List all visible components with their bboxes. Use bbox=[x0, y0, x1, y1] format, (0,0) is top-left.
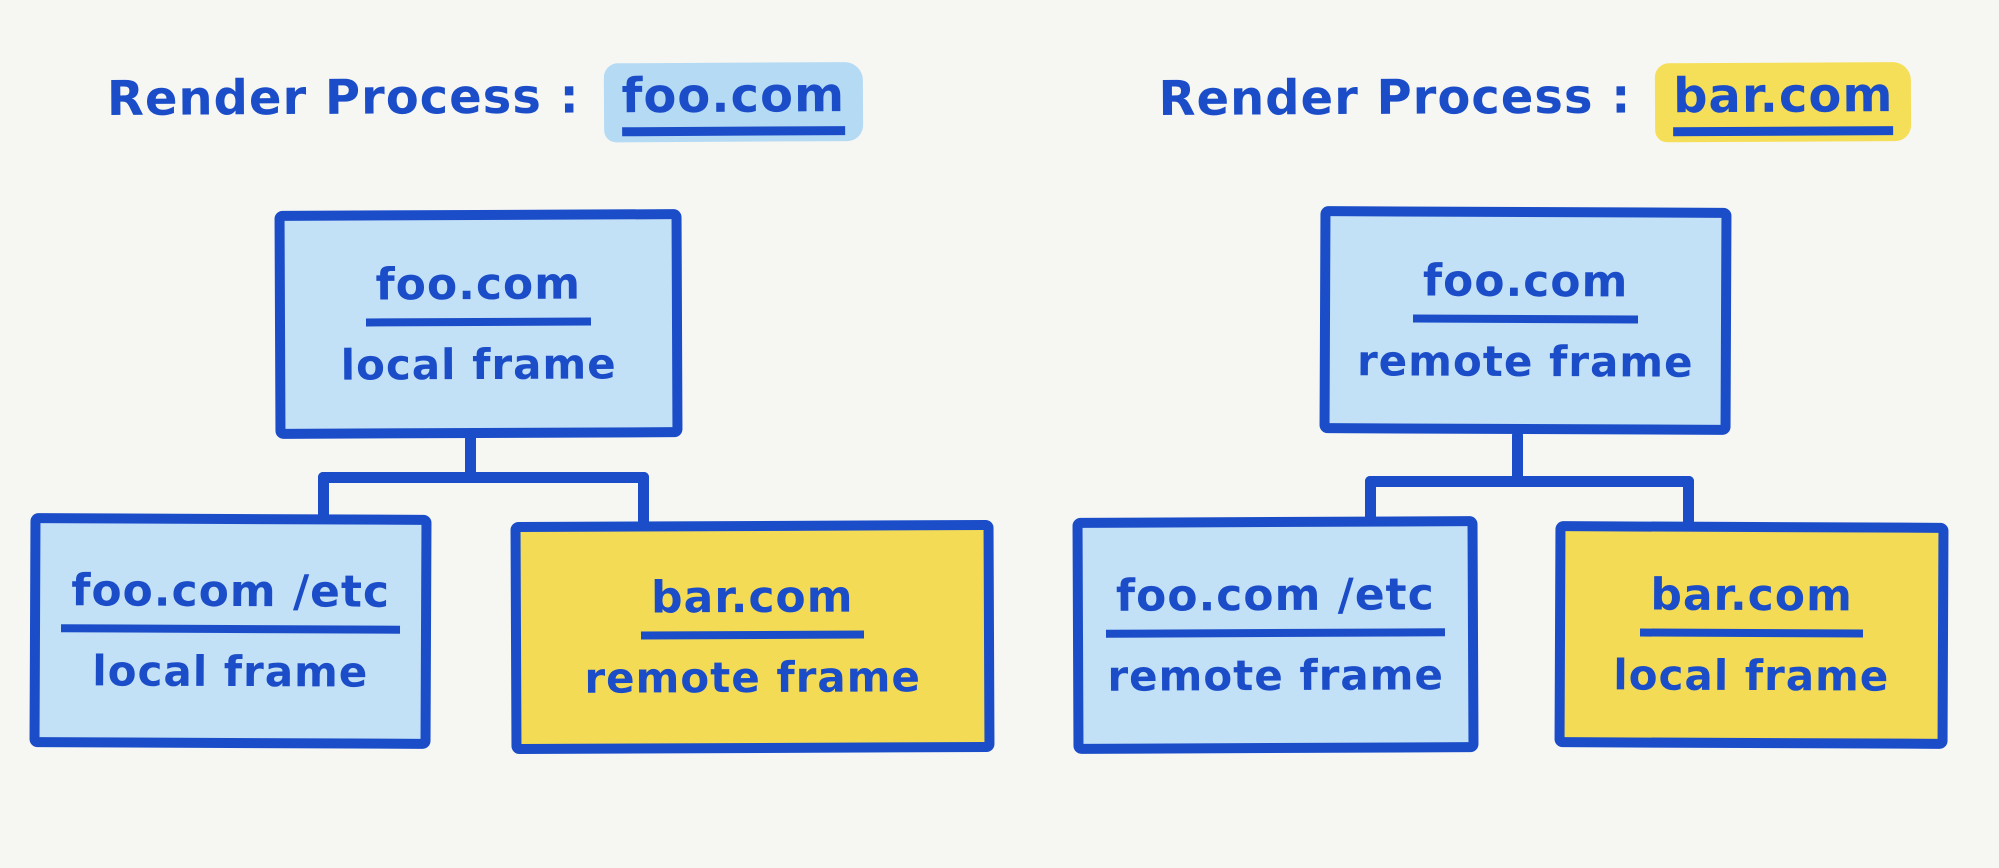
frame-origin-label: foo.com /etc bbox=[61, 565, 401, 634]
connector-left-drop-1 bbox=[318, 472, 329, 522]
frame-box-left-child-bar: bar.com remote frame bbox=[510, 519, 995, 755]
frame-box-right-root: foo.com remote frame bbox=[1319, 206, 1732, 435]
title-prefix: Render Process : bbox=[106, 68, 580, 127]
connector-right-drop-2 bbox=[1683, 476, 1694, 528]
process-domain-highlight-bar: bar.com bbox=[1654, 62, 1912, 143]
connector-left-stem bbox=[465, 433, 476, 483]
frame-box-left-root: foo.com local frame bbox=[274, 209, 683, 439]
process-domain-text: bar.com bbox=[1673, 67, 1894, 137]
title-prefix: Render Process : bbox=[1158, 68, 1632, 127]
render-process-title-bar: Render Process : bar.com bbox=[1125, 62, 1945, 146]
frame-box-right-child-bar: bar.com local frame bbox=[1554, 521, 1949, 749]
connector-right-hbar bbox=[1365, 476, 1694, 487]
render-process-title-foo: Render Process : foo.com bbox=[75, 62, 895, 146]
frame-box-left-child-foo-etc: foo.com /etc local frame bbox=[29, 513, 432, 749]
frame-origin-label: foo.com /etc bbox=[1105, 569, 1445, 638]
process-domain-highlight-foo: foo.com bbox=[603, 62, 864, 143]
connector-right-drop-1 bbox=[1365, 476, 1376, 524]
frame-kind-label: remote frame bbox=[1356, 335, 1694, 387]
frame-kind-label: remote frame bbox=[1107, 650, 1445, 701]
frame-kind-label: local frame bbox=[1613, 650, 1890, 701]
frame-origin-label: foo.com bbox=[365, 258, 592, 327]
frame-kind-label: local frame bbox=[340, 339, 617, 390]
frame-kind-label: local frame bbox=[92, 646, 369, 697]
connector-left-drop-2 bbox=[638, 472, 649, 528]
frame-kind-label: remote frame bbox=[584, 652, 922, 703]
frame-origin-label: bar.com bbox=[640, 571, 864, 640]
frame-box-right-child-foo-etc: foo.com /etc remote frame bbox=[1072, 516, 1479, 754]
frame-origin-label: bar.com bbox=[1640, 569, 1864, 638]
connector-right-stem bbox=[1512, 430, 1523, 483]
frame-origin-label: foo.com bbox=[1412, 255, 1639, 323]
process-domain-text: foo.com bbox=[621, 67, 846, 137]
connector-left-hbar bbox=[318, 472, 649, 483]
